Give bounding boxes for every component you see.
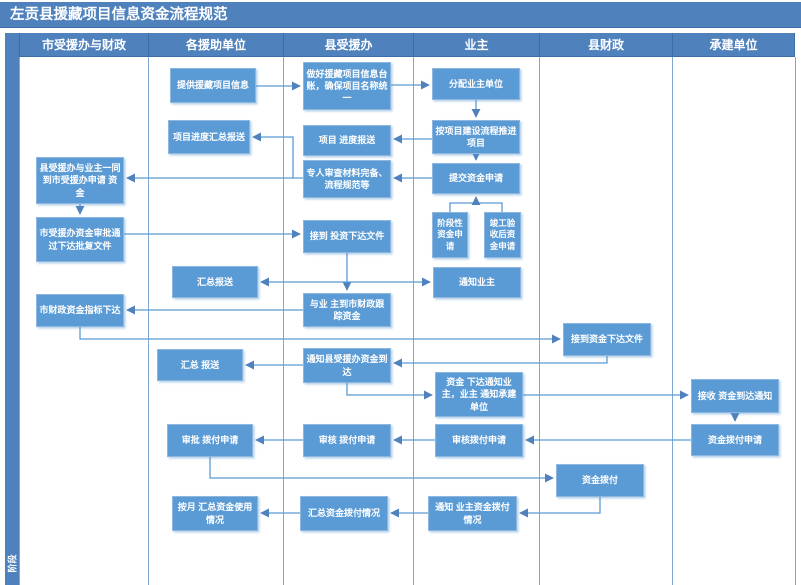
node-notify-owner: 通知业主 (433, 267, 521, 298)
node-receive-fund-arrival-notice: 接收 资金到达通知 (691, 379, 779, 413)
node-notify-owner-disbursement-status: 通知 业主资金拨付情况 (428, 496, 517, 531)
node-track-funds-with-owner: 与业 主到市财政跟踪资金 (303, 293, 391, 327)
node-fund-disbursement-application: 资金拨付申请 (691, 424, 779, 456)
edge-n18-n20 (393, 356, 608, 368)
node-review-disbursement-county: 审核 拨付申请 (303, 424, 391, 457)
stage-band-label-text: 阶段 (7, 553, 18, 573)
lane-divider (283, 57, 284, 585)
node-approve-disbursement-application: 审批 拨付申请 (167, 424, 253, 457)
lane-header-owner: 业主 (413, 33, 539, 57)
lane-divider (413, 57, 414, 585)
node-city-office-approval-document: 市受援办资金审批通过下达批复文件 (36, 217, 124, 262)
node-advance-project-per-process: 按项目建设流程推进 项目 (432, 120, 520, 154)
node-phased-fund-application: 阶段性资金申请 (432, 212, 468, 258)
lane-header-city-aid-office-finance: 市受援办与财政 (19, 33, 148, 57)
node-summary-report-2: 汇总 报送 (157, 349, 243, 381)
node-assign-owner-unit: 分配业主单位 (432, 68, 520, 100)
lane-header-aid-units: 各援助单位 (148, 33, 283, 57)
node-city-finance-quota-issue: 市财政资金指标下达 (36, 294, 124, 327)
node-fund-disbursement-summary: 汇总资金拨付情况 (300, 496, 388, 531)
node-summary-report-1: 汇总报送 (172, 266, 258, 298)
edge-bracket-n10-n11 (449, 202, 503, 212)
node-review-disbursement-owner: 审核拨付申请 (435, 424, 523, 457)
stage-band (5, 33, 19, 585)
node-fund-disbursement: 资金拨付 (556, 464, 644, 497)
edge-n7-n4 (252, 132, 294, 178)
node-provide-aid-project-info: 提供援藏项目信息 (170, 68, 256, 103)
edge-n15-n18 (79, 327, 561, 344)
node-post-acceptance-fund-application: 竣工验收后资金申请 (484, 212, 521, 258)
node-notify-county-office-fund-arrival: 通知县受援办资金到达 (303, 348, 391, 383)
edge-n20-n21 (346, 383, 433, 400)
node-progress-report: 项目 进度报送 (303, 125, 391, 156)
node-receive-fund-document: 接到资金下达文件 (563, 323, 651, 356)
lane-header-county-finance: 县财政 (539, 33, 672, 57)
lane-divider (148, 57, 149, 585)
node-progress-summary-report: 项目进度汇总报送 (168, 120, 250, 154)
node-submit-fund-application: 提交资金申请 (432, 163, 520, 194)
edge-n24-n27 (209, 457, 554, 483)
lane-header-contractor: 承建单位 (672, 33, 795, 57)
lane-header-county-aid-office: 县受援办 (283, 33, 413, 57)
stage-band-label: 阶段 (5, 540, 19, 585)
edge-n27-n30 (519, 497, 601, 518)
lane-divider (795, 57, 796, 585)
lane-divider (672, 57, 673, 585)
page-title: 左贡县援藏项目信息资金流程规范 (0, 2, 801, 28)
node-receive-investment-document: 接到 投资下达文件 (303, 220, 391, 253)
node-apply-funds-with-city-office: 县受援办与业主一同到市受援办申请 资金 (36, 157, 124, 204)
node-fund-issue-notify-owner-contractor: 资金 下达通知业主，业主 通知承建单位 (435, 372, 523, 417)
node-monthly-fund-usage-summary: 按月 汇总资金使用情况 (172, 496, 258, 531)
lane-divider (539, 57, 540, 585)
node-reviewer-check-materials: 专人审查材料完备、流程规范等 (303, 160, 391, 198)
lane-divider (19, 57, 20, 585)
node-maintain-project-ledger: 做好援藏项目信息台账，确保项目名称统一 (303, 62, 391, 110)
